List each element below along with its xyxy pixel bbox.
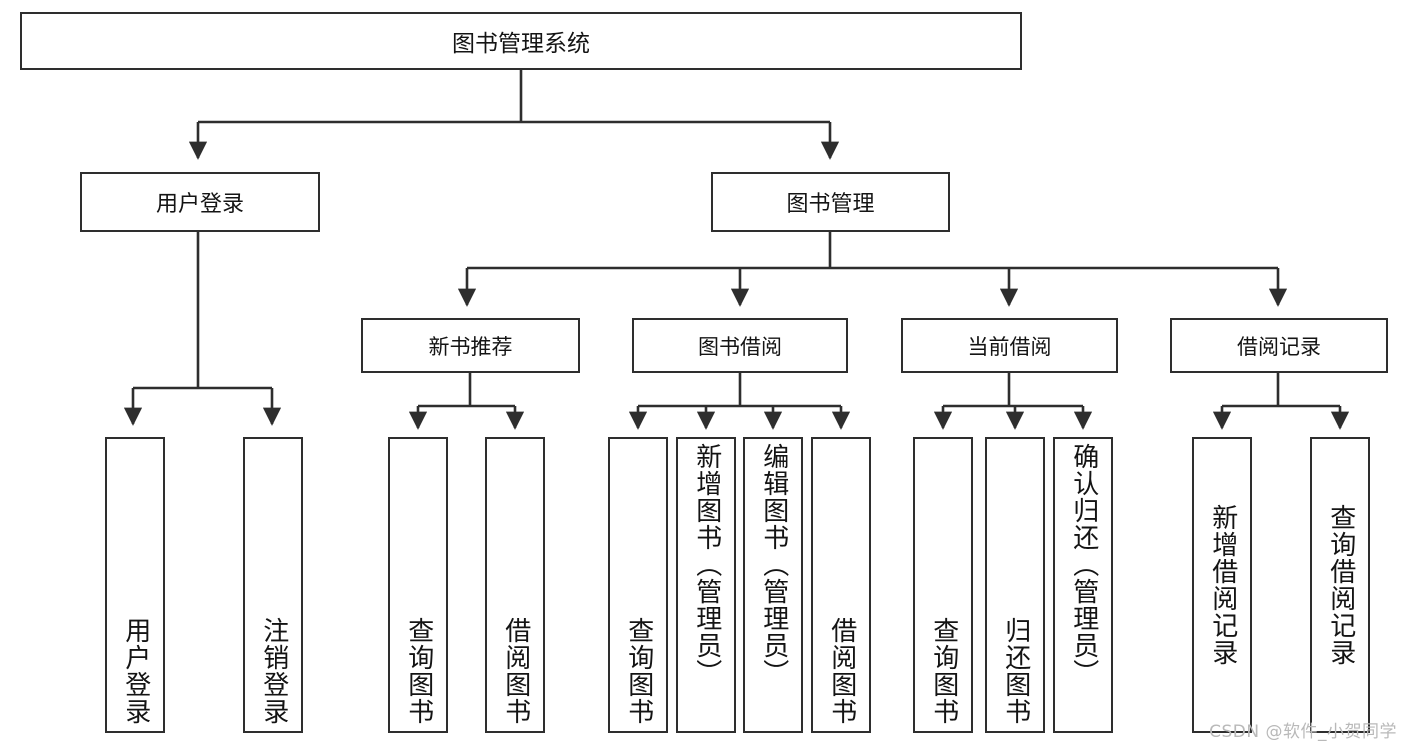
node-leaf-add-record-label: 新增借阅记录 xyxy=(1207,504,1238,666)
node-leaf-edit-book[interactable]: 编辑图书（管理员） xyxy=(743,437,803,733)
node-leaf-user-login[interactable]: 用户登录 xyxy=(105,437,165,733)
node-leaf-borrow-book-1-label: 借阅图书 xyxy=(500,617,531,725)
node-user-login-label: 用户登录 xyxy=(155,192,244,217)
node-leaf-confirm-return-label: 确认归还（管理员） xyxy=(1068,443,1099,686)
node-borrow-record[interactable]: 借阅记录 xyxy=(1170,318,1388,373)
node-leaf-borrow-book-2[interactable]: 借阅图书 xyxy=(811,437,871,733)
node-book-borrow[interactable]: 图书借阅 xyxy=(632,318,848,373)
node-root[interactable]: 图书管理系统 xyxy=(20,12,1022,70)
node-leaf-query-book-1[interactable]: 查询图书 xyxy=(388,437,448,733)
node-leaf-query-book-3-label: 查询图书 xyxy=(928,617,959,725)
node-leaf-user-logout-label: 注销登录 xyxy=(258,617,289,725)
node-leaf-query-book-2-label: 查询图书 xyxy=(623,617,654,725)
node-leaf-borrow-book-2-label: 借阅图书 xyxy=(826,617,857,725)
node-current-borrow-label: 当前借阅 xyxy=(967,334,1052,359)
node-book-manage[interactable]: 图书管理 xyxy=(711,172,950,232)
node-leaf-return-book-label: 归还图书 xyxy=(1000,617,1031,725)
node-leaf-confirm-return[interactable]: 确认归还（管理员） xyxy=(1053,437,1113,733)
node-leaf-add-book[interactable]: 新增图书（管理员） xyxy=(676,437,736,733)
node-leaf-return-book[interactable]: 归还图书 xyxy=(985,437,1045,733)
node-leaf-borrow-book-1[interactable]: 借阅图书 xyxy=(485,437,545,733)
node-borrow-record-label: 借阅记录 xyxy=(1237,334,1321,359)
watermark-text: CSDN @软件_小贺同学 xyxy=(1209,722,1397,742)
node-new-book-recommend[interactable]: 新书推荐 xyxy=(361,318,580,373)
node-book-manage-label: 图书管理 xyxy=(786,192,875,217)
node-leaf-user-login-label: 用户登录 xyxy=(120,617,151,725)
node-leaf-add-record[interactable]: 新增借阅记录 xyxy=(1192,437,1252,733)
node-leaf-user-logout[interactable]: 注销登录 xyxy=(243,437,303,733)
node-book-borrow-label: 图书借阅 xyxy=(698,334,782,359)
node-user-login[interactable]: 用户登录 xyxy=(80,172,320,232)
node-leaf-query-record-label: 查询借阅记录 xyxy=(1325,504,1356,666)
node-leaf-query-book-2[interactable]: 查询图书 xyxy=(608,437,668,733)
node-leaf-query-book-3[interactable]: 查询图书 xyxy=(913,437,973,733)
node-leaf-query-record[interactable]: 查询借阅记录 xyxy=(1310,437,1370,733)
node-current-borrow[interactable]: 当前借阅 xyxy=(901,318,1118,373)
node-new-book-recommend-label: 新书推荐 xyxy=(428,334,513,359)
node-root-label: 图书管理系统 xyxy=(452,31,590,57)
node-leaf-query-book-1-label: 查询图书 xyxy=(403,617,434,725)
node-leaf-edit-book-label: 编辑图书（管理员） xyxy=(758,443,789,686)
node-leaf-add-book-label: 新增图书（管理员） xyxy=(691,443,722,686)
